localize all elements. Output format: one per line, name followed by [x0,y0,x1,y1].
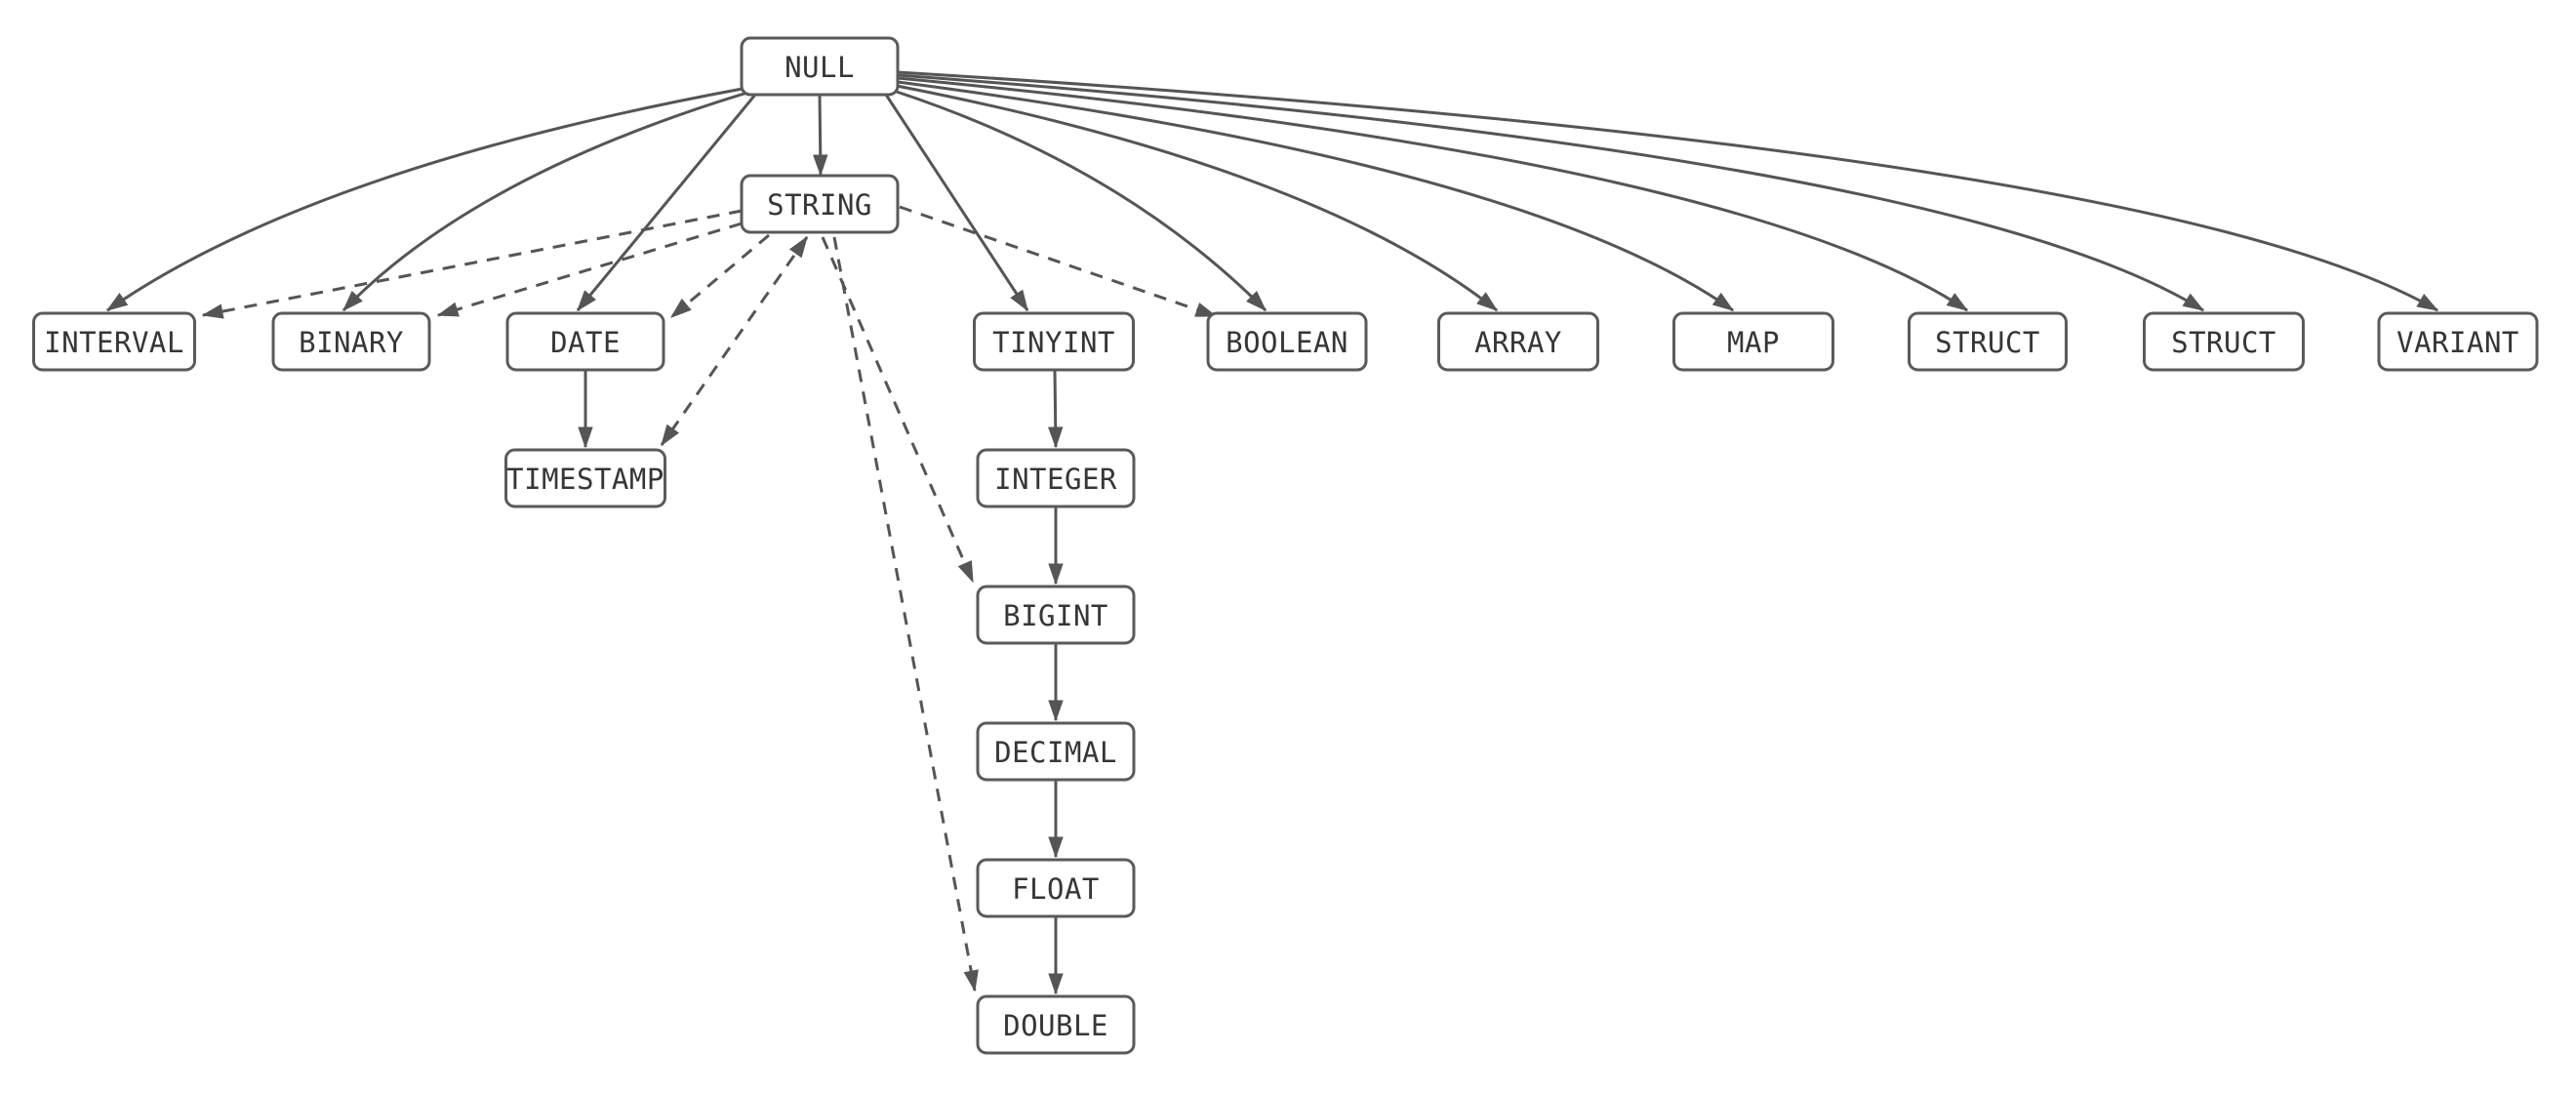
edge-null-variant [897,70,2437,312]
node-tinyint-label: TINYINT [992,326,1115,359]
edge-string-binary-dashed [438,222,743,315]
node-struct1-box [1908,311,2068,372]
node-date-box [505,311,665,372]
node-binary-box [271,311,431,372]
node-array-label: ARRAY [1474,326,1562,359]
node-decimal: DECIMAL [976,721,1136,782]
node-decimal-box [976,721,1136,782]
node-double: DOUBLE [976,994,1136,1055]
node-float-box [976,858,1136,918]
node-interval-label: INTERVAL [44,326,184,359]
node-date-label: DATE [550,326,621,359]
node-float: FLOAT [976,858,1136,918]
node-tinyint-box [973,311,1135,372]
node-bigint-label: BIGINT [1003,599,1108,632]
node-variant-label: VARIANT [2396,326,2519,359]
node-variant: VARIANT [2377,311,2539,372]
node-bigint-box [976,585,1136,645]
node-variant-box [2377,311,2539,372]
node-struct2: STRUCT [2143,311,2305,372]
node-struct1-label: STRUCT [1935,326,2040,359]
node-double-box [976,994,1136,1055]
node-double-label: DOUBLE [1003,1009,1108,1042]
edge-null-boolean [893,89,1266,310]
node-decimal-label: DECIMAL [994,736,1117,769]
node-null-label: NULL [785,51,855,84]
node-struct1: STRUCT [1908,311,2068,372]
node-timestamp: TIMESTAMP [504,448,666,508]
edge-layer [107,70,2437,993]
node-map-label: MAP [1727,326,1780,359]
edge-null-struct2 [897,73,2203,312]
edge-null-map [897,80,1733,312]
edge-null-binary [342,90,751,310]
node-integer-box [976,448,1136,508]
node-null: NULL [740,36,900,97]
node-interval: INTERVAL [32,311,196,372]
node-struct2-box [2143,311,2305,372]
edge-string-timestamp-dashed [660,237,809,445]
edge-string-boolean-dashed [899,205,1216,318]
edge-string-bigint-dashed [821,236,975,582]
node-string-box [740,174,900,234]
node-timestamp-label: TIMESTAMP [506,463,664,496]
edge-null-tinyint [884,94,1029,310]
node-map-box [1672,311,1834,372]
node-layer: NULL STRING INTERVAL BINARY DATE TINYINT BOOLE… [32,36,2539,1055]
node-float-label: FLOAT [1012,872,1100,906]
node-timestamp-box [504,448,666,508]
edge-null-interval [107,86,748,312]
edge-string-interval-dashed [203,209,743,315]
node-null-box [740,36,900,97]
node-integer-label: INTEGER [994,463,1117,496]
node-binary-label: BINARY [299,326,404,359]
node-bigint: BIGINT [976,585,1136,645]
edge-null-array [896,84,1497,312]
node-array: ARRAY [1437,311,1599,372]
edge-string-date-dashed [671,233,770,319]
node-string-label: STRING [767,188,872,222]
edge-string-double-dashed [832,236,975,991]
edge-tinyint-integer [1055,369,1056,447]
node-date: DATE [505,311,665,372]
node-string: STRING [740,174,900,234]
node-boolean: BOOLEAN [1206,311,1368,372]
node-integer: INTEGER [976,448,1136,508]
node-tinyint: TINYINT [973,311,1135,372]
node-boolean-label: BOOLEAN [1226,326,1348,359]
node-struct2-label: STRUCT [2171,326,2276,359]
node-array-box [1437,311,1599,372]
node-map: MAP [1672,311,1834,372]
node-interval-box [32,311,196,372]
node-boolean-box [1206,311,1368,372]
node-binary: BINARY [271,311,431,372]
edge-null-string [820,94,821,175]
edge-null-struct1 [897,76,1967,312]
edge-null-date [576,94,757,310]
